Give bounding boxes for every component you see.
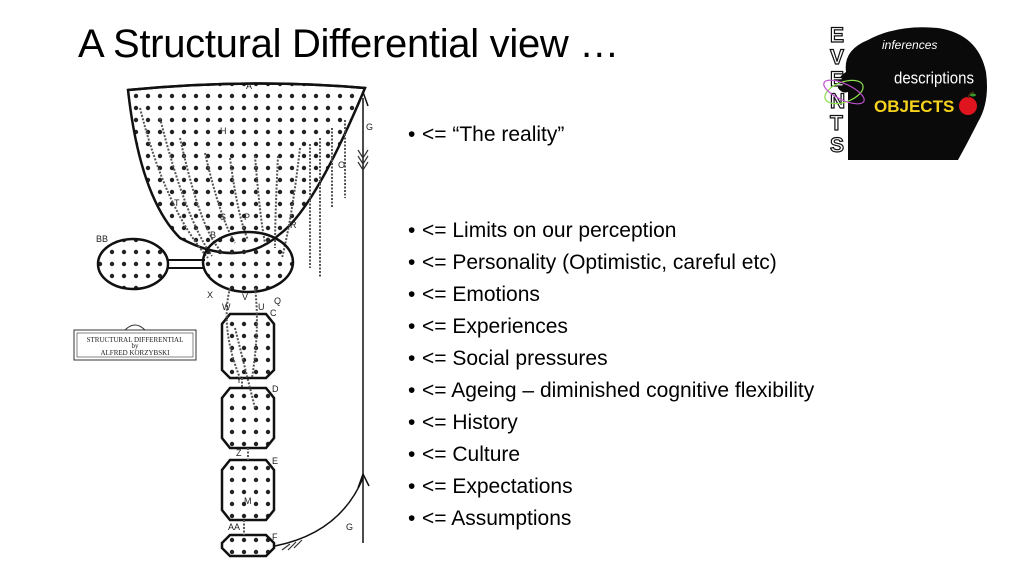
apple-icon bbox=[959, 91, 977, 115]
korzybski-plaque: STRUCTURAL DIFFERENTIAL by ALFRED KORZYB… bbox=[73, 324, 197, 361]
svg-text:C: C bbox=[270, 308, 277, 318]
svg-text:F: F bbox=[272, 532, 278, 542]
svg-text:E: E bbox=[272, 456, 278, 466]
logo-letter-t: T bbox=[830, 112, 843, 135]
bullet-item: •<= Expectations bbox=[408, 475, 573, 498]
events-objects-logo: E V E N T S inferences descriptions OBJE… bbox=[823, 23, 987, 161]
svg-text:X: X bbox=[207, 290, 213, 300]
svg-text:Y: Y bbox=[236, 375, 242, 385]
tag-c bbox=[220, 312, 276, 380]
logo-descriptions: descriptions bbox=[894, 70, 974, 88]
slide-title: A Structural Differential view … bbox=[78, 22, 619, 66]
tag-d bbox=[220, 386, 276, 450]
svg-text:B: B bbox=[210, 230, 216, 240]
tag-e bbox=[220, 458, 276, 522]
bullet-item: •<= Experiences bbox=[408, 315, 568, 338]
event-parabola bbox=[126, 82, 367, 255]
bullet-reality: •<= “The reality” bbox=[408, 123, 565, 146]
logo-letter-v: V bbox=[830, 46, 844, 69]
bullet-item: •<= Ageing – diminished cognitive flexib… bbox=[408, 379, 815, 402]
logo-letter-s: S bbox=[830, 134, 844, 157]
svg-text:Z: Z bbox=[236, 448, 242, 458]
logo-objects: OBJECTS bbox=[874, 97, 954, 116]
bullet-item: •<= Limits on our perception bbox=[408, 219, 677, 242]
plaque-line-2: by bbox=[132, 342, 140, 350]
svg-text:P: P bbox=[244, 212, 250, 222]
structural-differential-diagram: STRUCTURAL DIFFERENTIAL by ALFRED KORZYB… bbox=[73, 81, 373, 558]
bullet-item: •<= History bbox=[408, 411, 518, 434]
disc-b bbox=[201, 230, 295, 294]
bullet-item: •<= Culture bbox=[408, 443, 521, 466]
svg-text:R: R bbox=[290, 220, 297, 230]
logo-letter-n: N bbox=[830, 90, 845, 113]
svg-text:T: T bbox=[174, 198, 180, 208]
logo-inferences: inferences bbox=[882, 38, 937, 52]
plaque-line-1: STRUCTURAL DIFFERENTIAL bbox=[87, 336, 184, 344]
svg-text:H: H bbox=[220, 126, 227, 136]
plaque-line-3: ALFRED KORZYBSKI bbox=[100, 349, 170, 357]
svg-text:G: G bbox=[366, 122, 373, 132]
svg-text:U: U bbox=[258, 302, 265, 312]
bullet-item: •<= Social pressures bbox=[408, 347, 608, 370]
diagram-labels: A G H O T S P R BB B X W V U Q C Y D Z E… bbox=[96, 81, 373, 542]
feedback-curve bbox=[274, 477, 364, 547]
svg-text:O: O bbox=[338, 160, 345, 170]
svg-text:Q: Q bbox=[274, 296, 281, 306]
tag-f bbox=[220, 533, 276, 558]
svg-text:S: S bbox=[220, 212, 226, 222]
svg-text:G: G bbox=[346, 522, 353, 532]
svg-text:V: V bbox=[242, 292, 248, 302]
svg-text:W: W bbox=[222, 302, 231, 312]
bullet-item: •<= Emotions bbox=[408, 283, 540, 306]
logo-letter-e1: E bbox=[830, 24, 844, 47]
disc-bb bbox=[96, 237, 170, 291]
svg-text:D: D bbox=[272, 384, 279, 394]
svg-text:AA: AA bbox=[228, 522, 240, 532]
svg-text:BB: BB bbox=[96, 234, 108, 244]
head-silhouette-icon bbox=[842, 27, 987, 161]
bullet-item: •<= Personality (Optimistic, careful etc… bbox=[408, 251, 777, 274]
bullet-item: •<= Assumptions bbox=[408, 507, 572, 530]
svg-text:M: M bbox=[244, 496, 252, 506]
svg-text:A: A bbox=[246, 81, 252, 91]
